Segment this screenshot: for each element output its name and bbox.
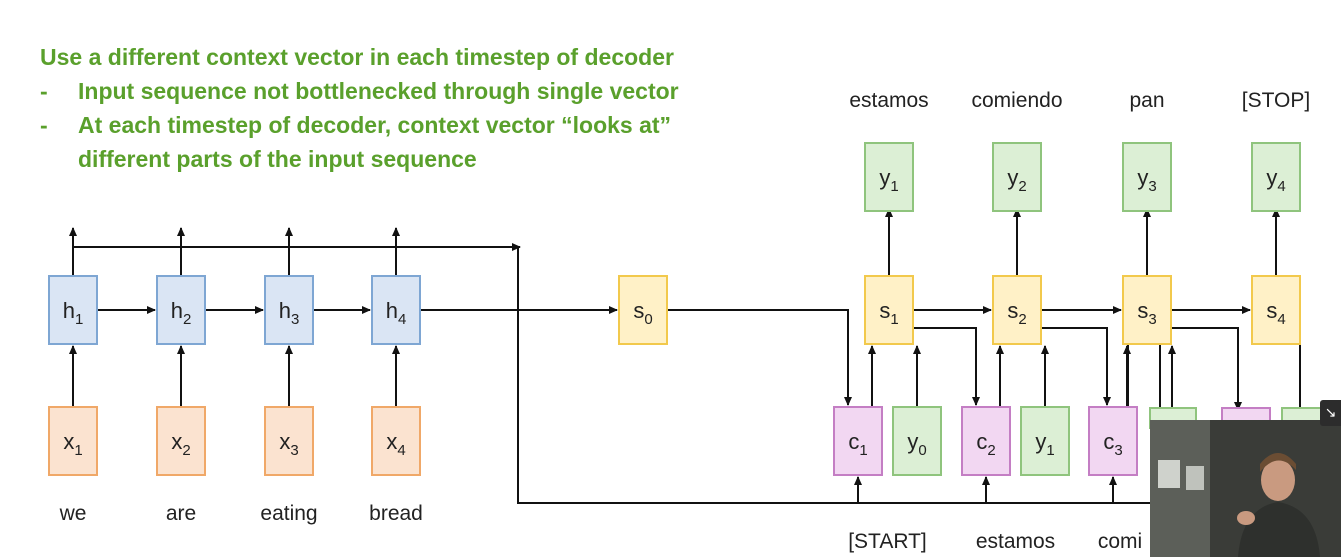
output-word: comiendo — [971, 89, 1062, 112]
context-vector-box — [1088, 406, 1138, 476]
initial-decoder-state: s0 — [618, 275, 668, 345]
decoder-input-word: [START] — [848, 530, 927, 553]
bullet-dash: - — [40, 112, 48, 138]
bullet-dash: - — [40, 78, 48, 104]
input-token: x3 — [264, 406, 314, 476]
context-bus — [517, 247, 1150, 504]
decoder-state: s2 — [992, 275, 1042, 345]
decoder-state-box — [864, 275, 914, 345]
context-vector-label: c2 — [976, 429, 995, 459]
output-token-box — [992, 142, 1042, 212]
hidden-state-box — [156, 275, 206, 345]
hidden-state-label: h4 — [386, 298, 407, 328]
hidden-state-box — [48, 275, 98, 345]
output-word: [STOP] — [1242, 89, 1310, 112]
initial-decoder-state-box — [618, 275, 668, 345]
decoder-input-word: estamos — [976, 530, 1055, 553]
input-word: are — [166, 502, 196, 525]
decoder-state-box — [1122, 275, 1172, 345]
hidden-state-label: h3 — [279, 298, 300, 328]
prev-output-token-box — [1020, 406, 1070, 476]
hidden-state: h4 — [371, 275, 421, 345]
input-word: eating — [260, 502, 317, 525]
output-token-label: y3 — [1137, 165, 1156, 195]
slide-heading: Use a different context vector in each t… — [40, 44, 674, 70]
hidden-state: h1 — [48, 275, 98, 345]
input-token-label: x2 — [171, 429, 190, 459]
bullet-text: different parts of the input sequence — [78, 146, 477, 172]
input-token-label: x4 — [386, 429, 405, 459]
input-token-box — [48, 406, 98, 476]
webcam-image — [1150, 420, 1341, 557]
output-token-box — [1251, 142, 1301, 212]
context-vector-box — [833, 406, 883, 476]
bullet-text: At each timestep of decoder, context vec… — [78, 112, 672, 138]
output-token: y1 — [864, 142, 914, 212]
output-token-box — [864, 142, 914, 212]
bullet-item: different parts of the input sequence — [40, 142, 679, 176]
input-token-box — [156, 406, 206, 476]
input-token: x2 — [156, 406, 206, 476]
output-token-label: y1 — [879, 165, 898, 195]
bullet-item: - At each timestep of decoder, context v… — [40, 108, 679, 142]
connections — [69, 208, 1301, 504]
bullet-text: Input sequence not bottlenecked through … — [78, 78, 679, 104]
decoder-input-word: comi — [1098, 530, 1142, 553]
input-token: x4 — [371, 406, 421, 476]
decoder-state: s3 — [1122, 275, 1172, 345]
output-token: y2 — [992, 142, 1042, 212]
context-vector-box — [961, 406, 1011, 476]
s1-to-c2-arrow — [913, 327, 980, 406]
context-vector-label: c3 — [1103, 429, 1122, 459]
initial-decoder-state-label: s0 — [633, 298, 652, 328]
prev-output-token-box — [892, 406, 942, 476]
context-vector-label: c1 — [848, 429, 867, 459]
nodes: h1 h2 h3 h4 x1 x2 x3 x4 s0 s1 s2 s3 s4 y1 y2 y3 y4 c1 c2 c3… — [48, 142, 1323, 476]
input-word: bread — [369, 502, 423, 525]
prev-output-token: y1 — [1020, 406, 1070, 476]
input-token-box — [264, 406, 314, 476]
word-labels: we are eating bread estamos comiendo pan [STOP]… — [59, 89, 1311, 553]
input-token: x1 — [48, 406, 98, 476]
hidden-state: h3 — [264, 275, 314, 345]
output-token-label: y4 — [1266, 165, 1285, 195]
input-token-label: x1 — [63, 429, 82, 459]
output-word: estamos — [849, 89, 928, 112]
decoder-state: s4 — [1251, 275, 1301, 345]
decoder-state-box — [1251, 275, 1301, 345]
output-token-box — [1122, 142, 1172, 212]
prev-output-token-label: y0 — [907, 429, 926, 459]
decoder-state-label: s1 — [879, 298, 898, 328]
context-vector: c3 — [1088, 406, 1138, 476]
input-token-box — [371, 406, 421, 476]
hidden-state-label: h1 — [63, 298, 84, 328]
hidden-state-box — [371, 275, 421, 345]
context-vector: c2 — [961, 406, 1011, 476]
hidden-state-label: h2 — [171, 298, 192, 328]
webcam-overlay — [1150, 420, 1341, 557]
output-word: pan — [1129, 89, 1164, 112]
input-token-label: x3 — [279, 429, 298, 459]
hidden-state-box — [264, 275, 314, 345]
output-token: y3 — [1122, 142, 1172, 212]
context-vector: c1 — [833, 406, 883, 476]
decoder-state-label: s3 — [1137, 298, 1156, 328]
s0-to-c1-arrow — [667, 309, 852, 406]
prev-output-token-label: y1 — [1035, 429, 1054, 459]
input-word: we — [59, 502, 87, 525]
hidden-state: h2 — [156, 275, 206, 345]
decoder-state-box — [992, 275, 1042, 345]
output-token: y4 — [1251, 142, 1301, 212]
output-token-label: y2 — [1007, 165, 1026, 195]
expand-icon[interactable]: ↘ — [1320, 400, 1341, 426]
decoder-state-label: s2 — [1007, 298, 1026, 328]
decoder-state: s1 — [864, 275, 914, 345]
bullet-item: - Input sequence not bottlenecked throug… — [40, 74, 679, 108]
decoder-state-label: s4 — [1266, 298, 1285, 328]
s2-to-c3-arrow — [1041, 327, 1111, 406]
slide-bullets: Use a different context vector in each t… — [40, 40, 679, 176]
s3-to-c4-arrow — [1171, 327, 1242, 411]
prev-output-token: y0 — [892, 406, 942, 476]
